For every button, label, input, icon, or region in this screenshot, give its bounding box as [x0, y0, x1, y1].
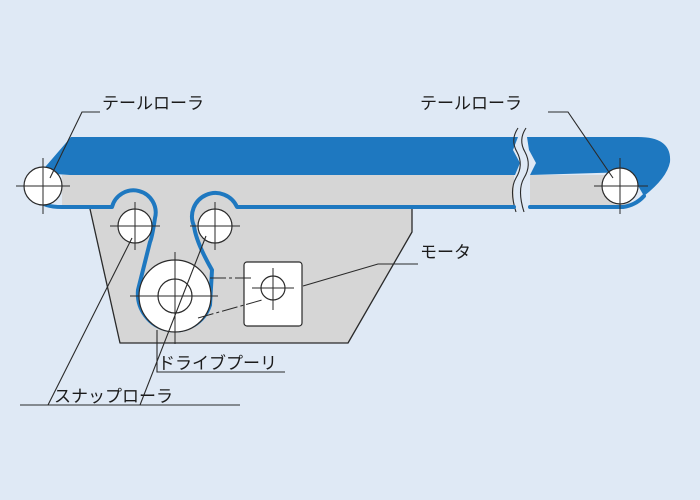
motor — [243, 261, 303, 327]
conveyor-belt-return-right — [528, 194, 646, 209]
snap-roller-right — [190, 202, 240, 250]
leader-lines — [20, 111, 614, 406]
label-motor: モータ — [420, 243, 471, 263]
tail-roller-right — [594, 158, 648, 214]
conveyor-belt-upper-right — [527, 137, 671, 196]
label-snap-roller: スナップローラ — [54, 387, 173, 407]
tail-roller-left — [16, 158, 70, 214]
label-tail-roller-left: テールローラ — [102, 94, 204, 114]
drive-pulley — [130, 252, 218, 344]
label-drive-pulley: ドライブプーリ — [158, 353, 277, 374]
snap-roller-left — [110, 202, 160, 250]
break-mark — [519, 127, 529, 213]
break-mark — [511, 127, 521, 213]
label-tail-roller-right: テールローラ — [420, 94, 522, 114]
conveyor-belt-upper — [40, 137, 520, 175]
center-line-pulley-motor-lower — [197, 299, 263, 319]
